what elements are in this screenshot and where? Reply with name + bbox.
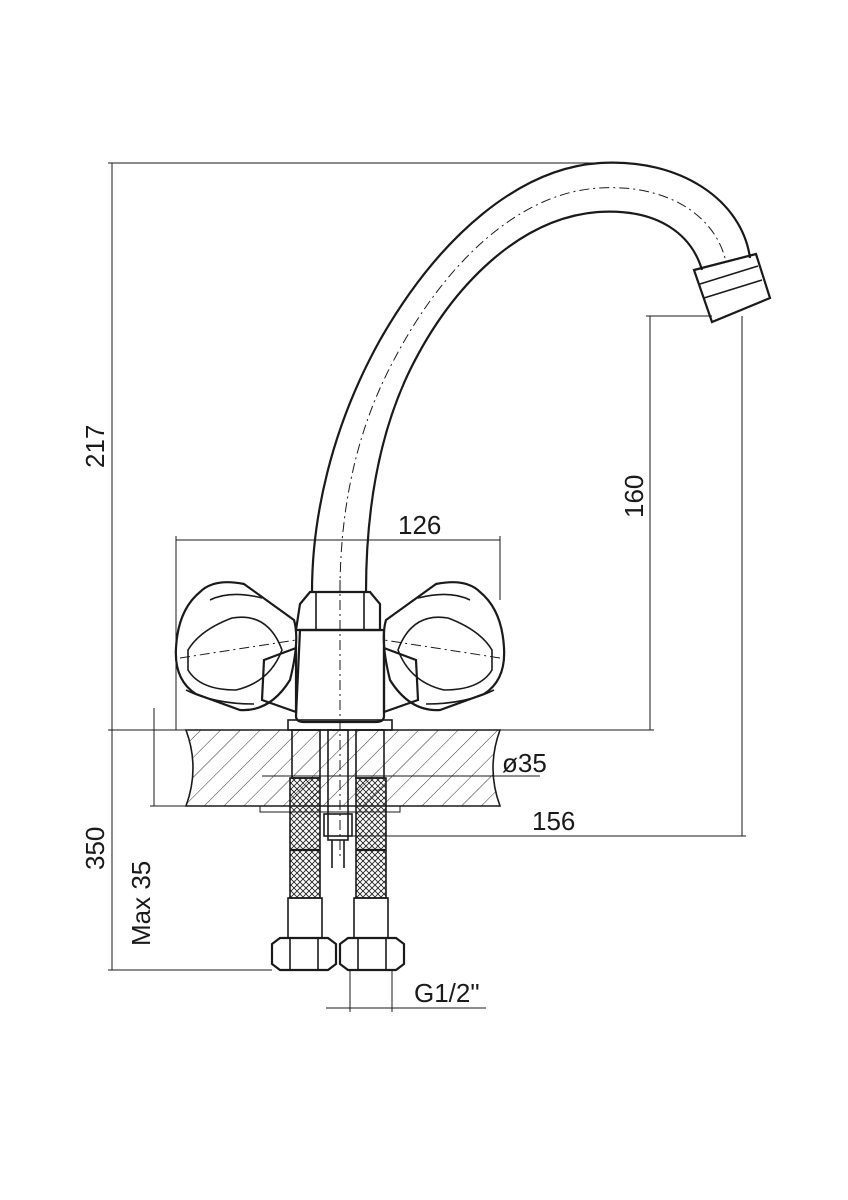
spout-outlet-height-label: 160 [619, 475, 649, 518]
handle-span-label: 126 [398, 510, 441, 540]
right-handle [382, 581, 506, 712]
mounting-hole-label: ø35 [502, 748, 547, 778]
dimension-lines [108, 162, 746, 1012]
mixer-body [260, 580, 420, 860]
spout [310, 161, 772, 593]
countertop-section [150, 729, 502, 813]
connection-thread-label: G1/2" [414, 978, 480, 1008]
supply-hoses [270, 729, 406, 972]
overall-height-label: 217 [80, 425, 110, 468]
left-handle [174, 581, 298, 712]
hose-length-label: 350 [80, 827, 110, 870]
spout-reach-label: 156 [532, 806, 575, 836]
counter-thickness-label: Max 35 [126, 861, 156, 946]
